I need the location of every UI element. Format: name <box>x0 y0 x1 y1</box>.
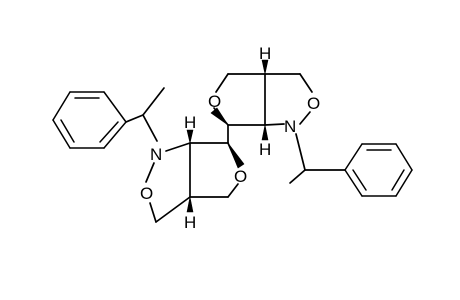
wedge-lower-ring-o <box>227 142 245 169</box>
atom-label-h-lower-top: H <box>184 113 196 132</box>
wedge-lower-top-h <box>186 129 194 144</box>
atom-label-o-ring-lower: O <box>234 167 247 186</box>
atom-label-h-lower-bottom: H <box>184 213 196 232</box>
upper-phenyl-ring <box>344 143 413 197</box>
wedge-upper-ring-o <box>210 107 229 126</box>
stereo-wedges <box>186 59 269 213</box>
atom-label-o-ring-upper: O <box>208 92 221 111</box>
atom-label-n-upper: N <box>284 117 296 136</box>
atom-label-h-upper-bottom: H <box>259 140 271 159</box>
lower-phenyl-ring <box>52 91 127 149</box>
atom-label-o-iso-upper: O <box>307 94 320 113</box>
wedge-lower-bottom-h <box>186 196 194 213</box>
wedge-upper-bottom-h <box>261 124 269 141</box>
atom-label-o-iso-lower: O <box>140 184 153 203</box>
atom-label-n-lower: N <box>150 145 162 164</box>
wedge-upper-top-h <box>261 59 269 75</box>
atom-label-h-upper-top: H <box>259 44 271 63</box>
